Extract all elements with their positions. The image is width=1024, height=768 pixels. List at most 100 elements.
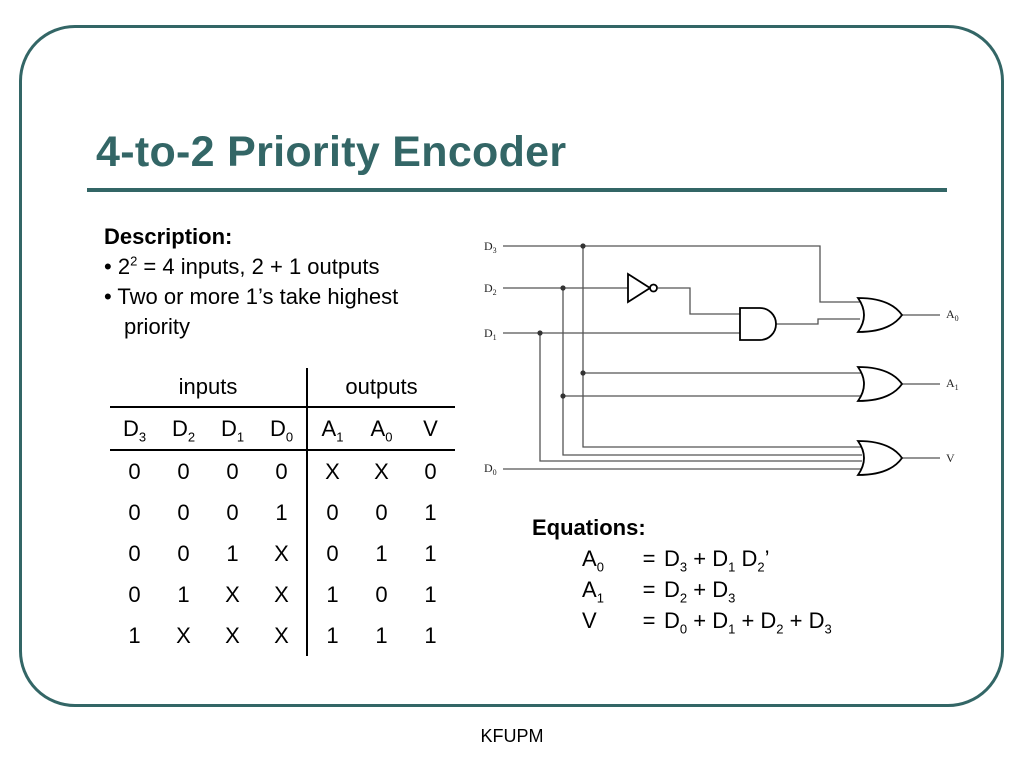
equation-a1-rhs: D2 + D3: [664, 577, 736, 606]
description-bullet-1: • 22 = 4 inputs, 2 + 1 outputs: [104, 252, 464, 282]
table-cell: 0: [326, 499, 339, 525]
bullet-1-text: = 4 inputs, 2 + 1 outputs: [137, 254, 380, 279]
table-cell: 0: [177, 540, 190, 566]
column-header-a0: A0: [357, 406, 406, 451]
table-cell: X: [257, 533, 308, 574]
equations-heading: Equations:: [532, 515, 646, 540]
or-gate-v: [856, 440, 904, 476]
table-cell: 0: [326, 540, 339, 566]
table-cell: 0: [177, 458, 190, 484]
group-header-outputs: outputs: [345, 374, 418, 399]
equation-a1-lhs: A1: [582, 577, 604, 606]
column-header-d0: D0: [257, 406, 308, 451]
or-gate-a1: [856, 366, 904, 402]
junction-d2: [560, 285, 566, 291]
inverter-gate: [627, 272, 652, 304]
table-cell: 0: [226, 458, 239, 484]
circuit-label-d2: D2: [484, 281, 497, 297]
junction-d2-a1: [560, 393, 566, 399]
inverter-bubble: [649, 283, 658, 293]
table-cell: 0: [128, 581, 141, 607]
circuit-label-d0: D0: [484, 461, 497, 477]
table-cell: X: [374, 458, 389, 484]
table-cell: 1: [375, 622, 388, 648]
wire-d3-to-or-v: [582, 246, 862, 448]
circuit-label-v: V: [946, 451, 955, 465]
column-header-d3: D3: [110, 406, 159, 451]
slide-footer: KFUPM: [480, 726, 544, 746]
circuit-label-a1: A1: [946, 376, 959, 392]
table-cell: X: [225, 622, 240, 648]
table-cell: X: [257, 615, 308, 656]
equations-block: Equations: A0 = D3 + D1 D2’ A1 = D2 + D3…: [532, 512, 832, 636]
table-cell: 0: [128, 499, 141, 525]
table-cell: 1: [177, 581, 190, 607]
slide-title: 4-to-2 Priority Encoder: [96, 128, 567, 176]
table-cell: 1: [424, 622, 437, 648]
column-header-a1: A1: [307, 406, 357, 451]
table-cell: 1: [375, 540, 388, 566]
truth-table-group-row: inputs outputs: [110, 368, 455, 407]
equation-a1: A1 = D2 + D3: [532, 574, 832, 605]
or-gate-a0: [856, 297, 904, 333]
equation-v-lhs: V: [582, 608, 597, 633]
table-cell: 1: [424, 581, 437, 607]
table-cell: 1: [424, 499, 437, 525]
wire-d2-to-or-v: [562, 288, 862, 456]
description-bullet-2: • Two or more 1’s take highest: [104, 284, 399, 309]
equation-a0-rhs: D3 + D1 D2’: [664, 546, 770, 575]
bullet-1-exponent: 2: [130, 253, 138, 269]
junction-d3: [580, 243, 586, 249]
equation-a1-op: =: [642, 577, 656, 602]
description-heading: Description:: [104, 224, 233, 249]
equation-a0-lhs: A0: [582, 546, 604, 575]
column-header-d1: D1: [208, 406, 257, 451]
table-cell: 0: [375, 499, 388, 525]
and-gate: [739, 307, 777, 341]
equation-v-op: =: [642, 608, 656, 633]
table-cell: 0: [177, 499, 190, 525]
group-header-inputs: inputs: [110, 368, 308, 407]
table-cell: 1: [128, 622, 141, 648]
equation-a0-op: =: [642, 546, 656, 571]
equation-a0: A0 = D3 + D1 D2’: [532, 543, 832, 574]
wire-and-to-or-a0: [776, 318, 860, 325]
table-cell: 0: [128, 540, 141, 566]
table-cell: 0: [128, 458, 141, 484]
table-cell: 1: [326, 622, 339, 648]
description-bullet-2-continued: priority: [124, 314, 191, 339]
table-cell: 0: [424, 458, 437, 484]
table-cell: 0: [257, 450, 308, 492]
bullet-1-base: • 2: [104, 254, 131, 279]
equation-v: V = D0 + D1 + D2 + D3: [532, 605, 832, 636]
column-header-v: V: [406, 406, 455, 451]
logic-circuit-diagram: D3 D2 D1 D0 A0 A1 V: [484, 239, 959, 477]
table-cell: 1: [326, 581, 339, 607]
circuit-label-d3: D3: [484, 239, 497, 255]
junction-d1: [537, 330, 543, 336]
junction-d3-a1: [580, 370, 586, 376]
wire-inverter-to-and: [658, 287, 740, 315]
table-cell: X: [257, 574, 308, 615]
table-cell: X: [325, 458, 340, 484]
table-cell: X: [176, 622, 191, 648]
equation-v-rhs: D0 + D1 + D2 + D3: [664, 608, 832, 637]
table-cell: 1: [257, 492, 308, 533]
column-header-d2: D2: [159, 406, 208, 451]
table-cell: X: [225, 581, 240, 607]
table-cell: 0: [226, 499, 239, 525]
slide-frame: [19, 25, 1004, 707]
circuit-label-a0: A0: [946, 307, 959, 323]
title-divider: [87, 188, 947, 192]
table-cell: 0: [375, 581, 388, 607]
wire-d1-to-or-v: [539, 333, 862, 462]
wire-d3-to-or-a0: [503, 245, 860, 303]
